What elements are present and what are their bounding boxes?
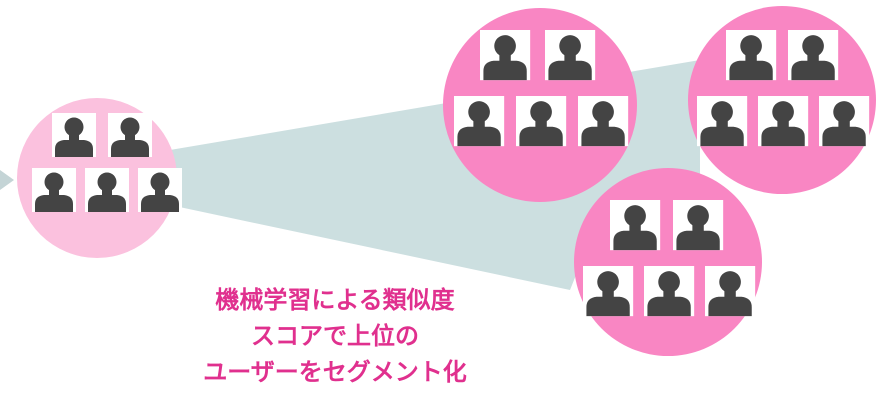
person-silhouette-icon xyxy=(32,168,76,212)
person-silhouette-icon xyxy=(480,30,531,81)
segment-group-3 xyxy=(574,168,762,356)
caption-line-3: ユーザーをセグメント化 xyxy=(203,358,467,386)
person-silhouette-icon xyxy=(819,96,870,147)
person-silhouette-icon xyxy=(705,266,756,317)
person-silhouette-icon xyxy=(52,113,96,157)
person-silhouette-icon xyxy=(85,168,129,212)
person-silhouette-icon xyxy=(644,266,695,317)
caption-line-2: スコアで上位の xyxy=(251,322,419,350)
person-silhouette-icon xyxy=(726,30,777,81)
person-silhouette-icon xyxy=(578,96,629,147)
segmentation-caption: 機械学習による類似度 スコアで上位の ユーザーをセグメント化 xyxy=(155,282,515,390)
person-silhouette-icon xyxy=(673,200,724,251)
person-silhouette-icon xyxy=(788,30,839,81)
person-silhouette-icon xyxy=(108,113,152,157)
segment-group-1 xyxy=(443,8,637,202)
person-silhouette-icon xyxy=(516,96,567,147)
person-silhouette-icon xyxy=(583,266,634,317)
person-silhouette-icon xyxy=(454,96,505,147)
arrow-left-icon xyxy=(0,170,14,190)
person-silhouette-icon xyxy=(545,30,596,81)
person-silhouette-icon xyxy=(697,96,748,147)
person-silhouette-icon xyxy=(138,168,182,212)
person-silhouette-icon xyxy=(610,200,661,251)
person-silhouette-icon xyxy=(758,96,809,147)
source-user-group xyxy=(17,98,182,258)
segment-group-2 xyxy=(688,6,876,194)
caption-line-1: 機械学習による類似度 xyxy=(215,286,455,314)
